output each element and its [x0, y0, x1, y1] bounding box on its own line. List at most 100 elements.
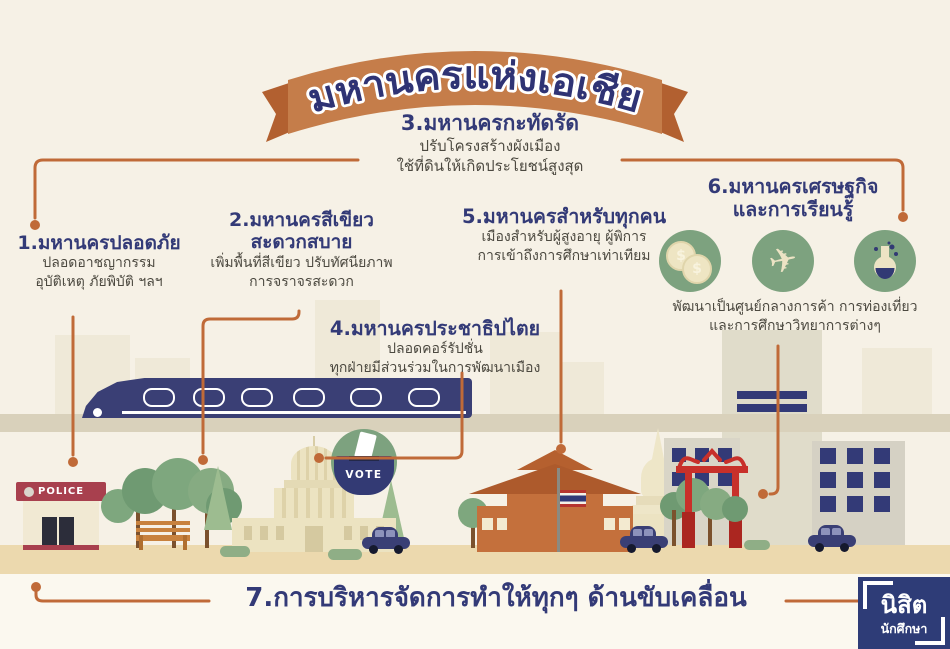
car-window: [375, 530, 384, 538]
bush: [220, 546, 250, 557]
car-wheel: [369, 545, 378, 554]
flask-glyph: [874, 241, 898, 279]
capitol-dome-base: [284, 480, 344, 488]
point-1-line: ปลอดอาชญากรรม: [42, 255, 156, 272]
point-4-line: ปลอดคอร์รัปชั่น: [387, 341, 483, 357]
point-1-block: 1.มหานครปลอดภัย ปลอดอาชญากรรม อุบัติเหตุ…: [4, 232, 194, 292]
park-bench: [136, 521, 190, 550]
connector-dot: [30, 220, 40, 230]
point-6-line: พัฒนาเป็นศูนย์กลางการค้า การท่องเที่ยว: [672, 299, 918, 315]
school-wing-left: [477, 506, 511, 552]
train-window: [408, 388, 440, 407]
footer-band: [0, 574, 950, 649]
swing-ornament: [677, 448, 747, 470]
car-window: [644, 529, 653, 537]
window: [718, 472, 732, 486]
point-2-title: 2.มหานครสีเขียว: [229, 209, 374, 231]
flask-icon: [854, 230, 916, 292]
police-door: [59, 517, 74, 545]
point-5-line: การเข้าถึงการศึกษาเท่าเทียม: [477, 247, 651, 264]
car-wheel: [815, 543, 824, 552]
window: [820, 448, 836, 464]
capitol-window: [344, 526, 352, 540]
school-roof: [469, 464, 641, 494]
bench-slat: [136, 521, 190, 525]
train-window: [193, 388, 225, 407]
window: [847, 448, 863, 464]
coin: $: [682, 254, 712, 284]
coins-icon: $ $: [659, 230, 721, 292]
grey-building-right: [812, 441, 905, 552]
bush: [328, 549, 362, 560]
ground-band: [0, 545, 950, 574]
police-trim: [23, 545, 99, 550]
point-3-line: ใช้ที่ดินให้เกิดประโยชน์สูงสุด: [396, 156, 584, 175]
school-center: [507, 490, 603, 552]
train-window: [293, 388, 325, 407]
skyline-silhouette: [490, 332, 562, 415]
bench-leg: [139, 535, 143, 550]
point-6-title: 6.มหานครเศรษฐกิจ: [707, 175, 879, 198]
point-6-block: 6.มหานครเศรษฐกิจ และการเรียนรู้: [664, 175, 922, 221]
bush: [744, 540, 770, 550]
school-building: [469, 450, 641, 552]
connector-dot: [68, 457, 78, 467]
window: [874, 448, 890, 464]
pagoda-tier: [636, 496, 680, 505]
swing-base: [682, 512, 695, 548]
publisher-logo: นิสิต นักศึกษา: [858, 577, 950, 649]
point-4-title: 4.มหานครประชาธิปไตย: [329, 317, 541, 340]
school-window: [619, 518, 630, 530]
car-wheel: [840, 543, 849, 552]
bench-leg: [183, 535, 187, 550]
car: [620, 526, 668, 553]
point-5-line: เมืองสำหรับผู้สูงอายุ ผู้พิการ: [481, 229, 647, 245]
train-headlight: [93, 408, 102, 417]
car-wheel: [627, 544, 636, 553]
point-3-title: 3.มหานครกะทัดรัด: [400, 111, 580, 135]
tree-trunk: [708, 512, 712, 546]
swing-crossbar: [676, 466, 748, 473]
tree-canopy: [722, 496, 748, 522]
police-badge-icon: [24, 487, 34, 497]
car-window: [832, 528, 841, 536]
window: [820, 496, 836, 512]
tree-trunk: [672, 510, 676, 546]
point-7-title: 7.การบริหารจัดการทำให้ทุกๆ ด้านขับเคลื่อ…: [245, 583, 747, 613]
police-station: POLICE: [16, 482, 106, 552]
window-bar: [737, 391, 807, 399]
point-2-line: เพิ่มพื้นที่สีเขียว ปรับทัศนียภาพ: [210, 254, 393, 271]
pagoda-tier: [632, 505, 684, 514]
skyline-silhouette: [862, 348, 932, 415]
train-stripe: [122, 411, 466, 414]
point-5-title: 5.มหานครสำหรับทุกคน: [461, 205, 667, 228]
logo-line2: นักศึกษา: [880, 621, 928, 636]
capitol-door: [305, 526, 323, 552]
window: [820, 472, 836, 488]
car: [808, 525, 856, 552]
window: [718, 448, 732, 462]
police-sign-label: POLICE: [38, 486, 85, 497]
flag-pole: [557, 468, 560, 552]
bench-seat: [136, 535, 190, 541]
window: [847, 496, 863, 512]
point-3-line: ปรับโครงสร้างผังเมือง: [419, 136, 561, 155]
capitol-spire: [313, 436, 315, 448]
point-6-line: และการศึกษาวิทยาการต่างๆ: [709, 317, 881, 334]
window: [847, 472, 863, 488]
car: [362, 527, 410, 554]
capitol-window: [260, 526, 268, 540]
window-bar: [737, 404, 807, 412]
school-window: [482, 518, 493, 530]
school-window: [497, 518, 508, 530]
coin-symbol: $: [676, 248, 686, 264]
logo-bracket: [863, 581, 893, 609]
capitol-window: [276, 526, 284, 540]
window: [874, 472, 890, 488]
swing-post: [685, 473, 692, 548]
window: [874, 496, 890, 512]
ribbon-banner: มหานครแห่งเอเชีย: [262, 50, 688, 142]
coin-symbol: $: [692, 261, 702, 277]
point-6-title: และการเรียนรู้: [732, 198, 854, 221]
